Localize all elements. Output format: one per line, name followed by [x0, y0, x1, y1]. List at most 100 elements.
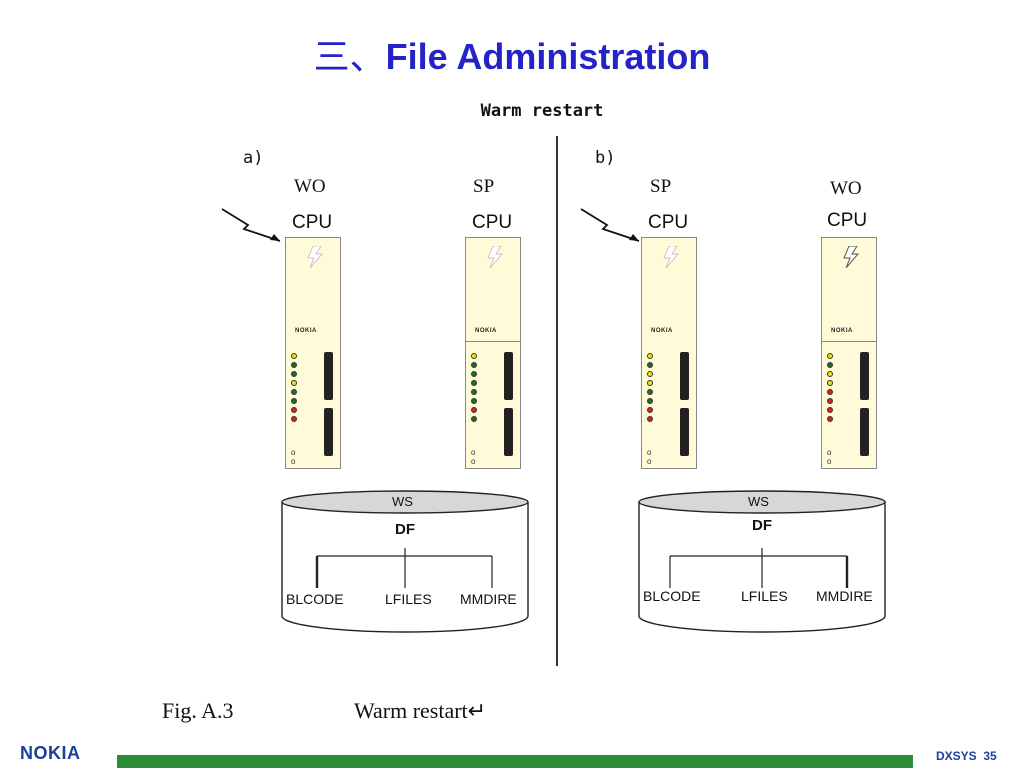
restart-signal-icon — [221, 208, 281, 242]
footer-page-info: DXSYS 35 — [936, 749, 997, 763]
title-prefix: 三、 — [313, 37, 386, 78]
led-column — [827, 353, 833, 425]
led-column — [291, 353, 297, 425]
unit-cpu-label: CPU — [472, 212, 513, 233]
footer-bar — [117, 755, 913, 768]
led-indicator — [647, 362, 653, 368]
led-indicator — [291, 416, 297, 422]
led-indicator — [827, 407, 833, 413]
led-indicator — [827, 398, 833, 404]
led-indicator — [647, 371, 653, 377]
led-indicator — [291, 407, 297, 413]
panel-divider — [556, 136, 558, 666]
led-indicator — [291, 380, 297, 386]
led-indicator — [647, 398, 653, 404]
led-indicator — [647, 353, 653, 359]
unit-role-sp: SP — [650, 176, 672, 197]
df-node: DF — [366, 518, 444, 542]
led-indicator — [647, 407, 653, 413]
connector — [324, 352, 333, 400]
led-indicator — [471, 389, 477, 395]
led-indicator — [827, 353, 833, 359]
led-indicator — [471, 353, 477, 359]
card-logo: NOKIA — [475, 328, 497, 334]
card-logo: NOKIA — [831, 328, 853, 334]
footer-code: DXSYS — [936, 749, 977, 763]
led-indicator — [827, 362, 833, 368]
panel-label: a) — [243, 148, 264, 168]
file-node: LFILES — [385, 591, 432, 607]
led-indicator — [291, 389, 297, 395]
ws-label: WS — [748, 494, 769, 509]
unit-cpu-label: CPU — [648, 212, 689, 233]
led-indicator — [827, 371, 833, 377]
title-text: File Administration — [385, 36, 711, 77]
led-indicator — [827, 380, 833, 386]
card-divider — [466, 341, 520, 342]
connector — [324, 408, 333, 456]
led-indicator — [827, 389, 833, 395]
file-node: MMDIRE — [460, 591, 517, 607]
file-node: BLCODE — [286, 591, 344, 607]
slide-title: 三、File Administration — [0, 28, 1024, 80]
lightning-icon — [663, 246, 679, 268]
led-indicator — [647, 416, 653, 422]
unit-role-sp: SP — [473, 176, 495, 197]
led-indicator — [471, 416, 477, 422]
led-indicator — [471, 371, 477, 377]
unit-cpu-label: CPU — [292, 212, 333, 233]
card-divider — [822, 341, 876, 342]
connector — [680, 352, 689, 400]
diagram-title: Warm restart — [480, 101, 604, 121]
lightning-icon — [843, 246, 860, 268]
nokia-logo: NOKIA — [20, 743, 81, 763]
df-node: DF — [723, 514, 801, 538]
unit-role-wo: WO — [294, 176, 326, 197]
figure-caption: Warm restart↵ — [354, 698, 487, 723]
led-indicator — [471, 398, 477, 404]
led-indicator — [647, 389, 653, 395]
lightning-icon — [307, 246, 323, 268]
connector — [504, 408, 513, 456]
led-indicator — [471, 407, 477, 413]
ws-label: WS — [392, 494, 413, 509]
file-node: MMDIRE — [816, 588, 873, 604]
figure-number: Fig. A.3 — [162, 698, 234, 723]
unit-role-wo: WO — [830, 178, 862, 199]
ws-disk-icon — [281, 490, 529, 633]
led-indicator — [291, 398, 297, 404]
led-indicator — [291, 371, 297, 377]
file-node: LFILES — [741, 588, 788, 604]
led-column — [471, 353, 477, 425]
connector — [680, 408, 689, 456]
led-indicator — [471, 362, 477, 368]
restart-signal-icon — [580, 208, 640, 242]
led-indicator — [647, 380, 653, 386]
page-number: 35 — [983, 749, 997, 763]
ws-disk-icon — [638, 490, 886, 633]
led-indicator — [291, 362, 297, 368]
card-logo: NOKIA — [295, 328, 317, 334]
connector — [504, 352, 513, 400]
connector — [860, 408, 869, 456]
led-indicator — [827, 416, 833, 422]
led-column — [647, 353, 653, 425]
lightning-icon — [487, 246, 503, 268]
file-node: BLCODE — [643, 588, 701, 604]
led-indicator — [291, 353, 297, 359]
connector — [860, 352, 869, 400]
led-indicator — [471, 380, 477, 386]
panel-label: b) — [595, 148, 616, 168]
unit-cpu-label: CPU — [827, 210, 868, 231]
card-logo: NOKIA — [651, 328, 673, 334]
